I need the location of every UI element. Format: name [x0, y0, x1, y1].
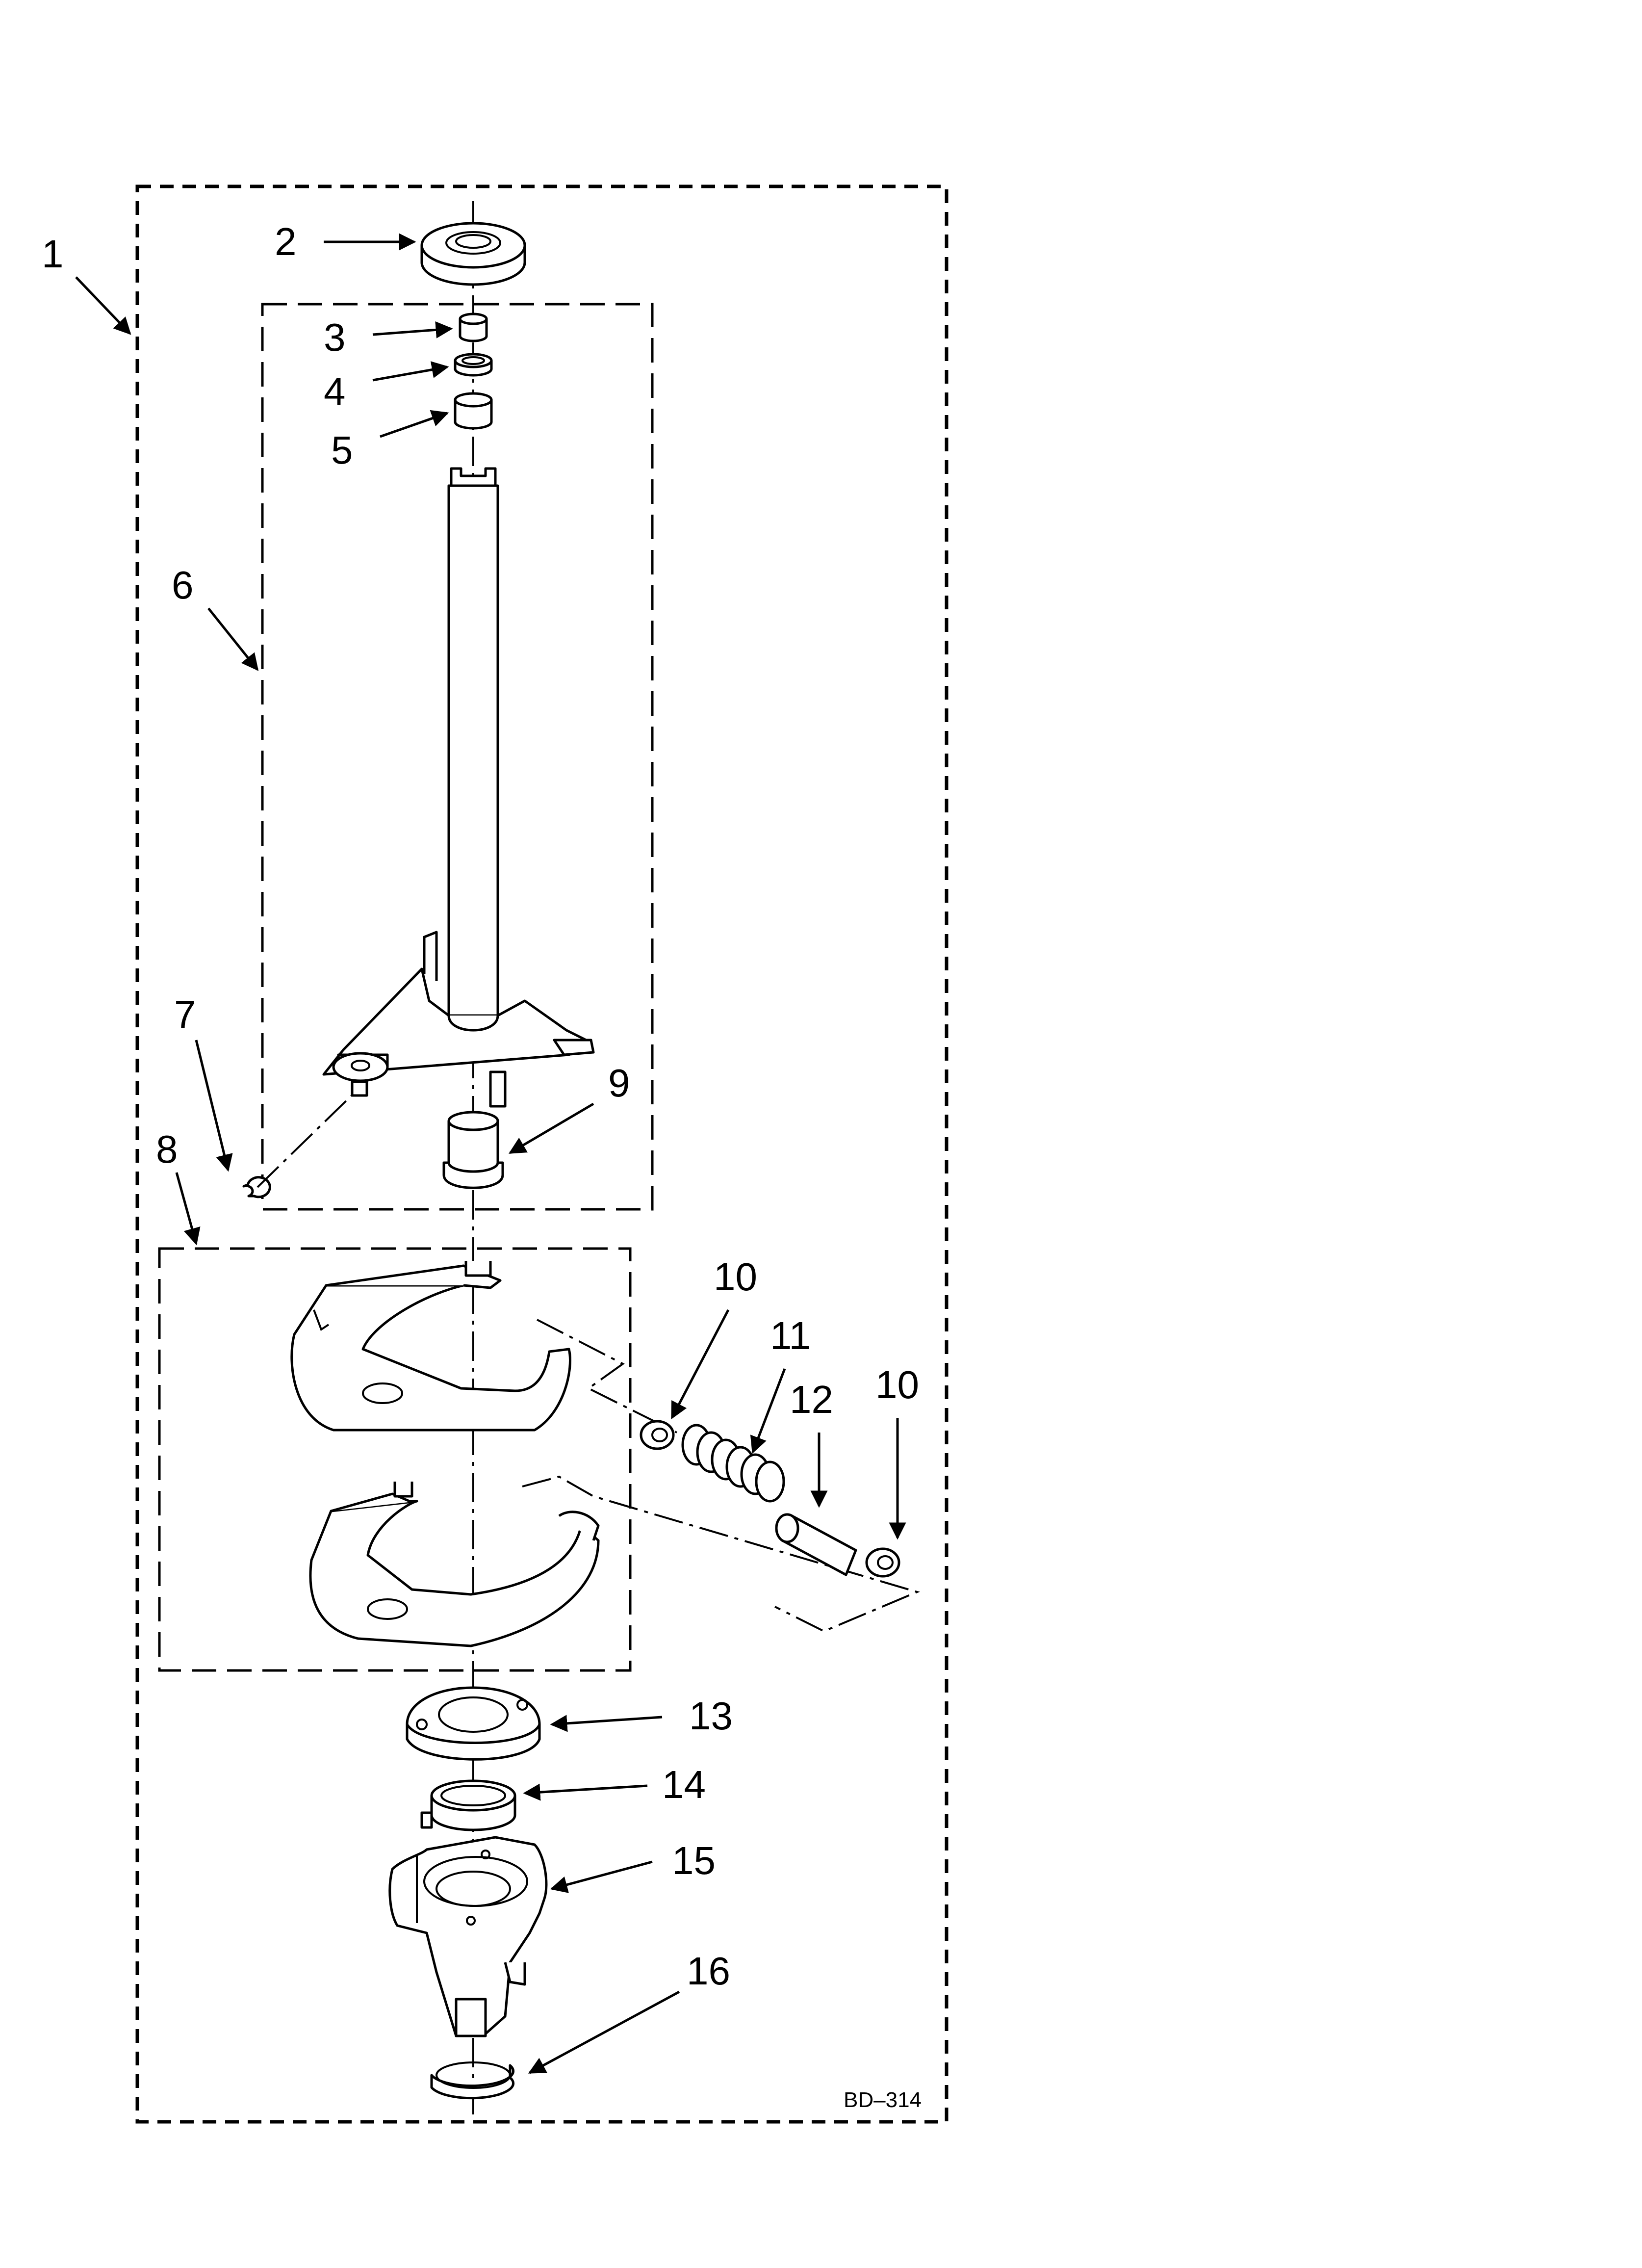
callout-1: 1: [42, 232, 64, 276]
assembly-8-box: [158, 1247, 632, 1672]
callout-5: 5: [331, 428, 353, 472]
leader-7-to-plate: [257, 1093, 354, 1188]
arrow-6: [207, 607, 259, 671]
part-3-bushing: [459, 313, 488, 342]
arrow-14: [523, 1783, 648, 1801]
arrow-1: [75, 276, 131, 335]
part-11-spring: [681, 1424, 785, 1503]
part-8-brake-upper: [290, 1261, 571, 1432]
assembly-6-box: [261, 303, 654, 1211]
callout-3: 3: [324, 315, 346, 359]
arrow-7: [195, 1040, 233, 1172]
assembly-1-outer-box: [135, 184, 949, 2124]
part-12-pin: [775, 1513, 857, 1576]
arrow-10a: [670, 1309, 730, 1420]
callout-11: 11: [770, 1314, 811, 1357]
part-8-brake-lower: [309, 1482, 600, 1647]
part-14-clamp-ring: [420, 1779, 516, 1831]
callout-15: 15: [672, 1839, 716, 1882]
callout-9: 9: [608, 1061, 630, 1105]
callout-2: 2: [275, 220, 297, 263]
arrow-11: [750, 1368, 786, 1454]
drawing-code: BD–314: [844, 2088, 922, 2112]
leader-brake-to-spring-upper: [537, 1319, 677, 1434]
callout-8: 8: [156, 1127, 178, 1171]
arrow-5: [380, 410, 449, 438]
arrow-8: [175, 1172, 201, 1246]
callout-12: 12: [790, 1378, 833, 1421]
part-16-retaining-ring: [430, 2061, 515, 2100]
callout-6: 6: [172, 563, 194, 607]
part-4-washer: [454, 353, 493, 377]
arrow-13: [550, 1715, 663, 1732]
part-15-brake-housing: [388, 1836, 548, 2037]
arrow-4: [372, 361, 449, 382]
arrow-16: [528, 1990, 680, 2074]
callout-4: 4: [324, 369, 346, 413]
callout-16: 16: [687, 1949, 730, 1993]
arrow-3: [372, 321, 453, 339]
callout-13: 13: [689, 1694, 733, 1738]
part-9-bushing: [442, 1111, 504, 1189]
arrow-9: [508, 1102, 594, 1154]
part-6-spin-tube-assembly: [322, 467, 595, 1108]
callout-14: 14: [662, 1763, 706, 1806]
part-2-seal: [420, 222, 526, 286]
part-13-bearing-plate: [406, 1686, 541, 1761]
part-5-bearing: [454, 392, 493, 430]
arrow-15: [550, 1860, 653, 1893]
part-10-washer-right: [865, 1547, 900, 1578]
leader-brake-to-spring-lower: [522, 1475, 920, 1633]
callout-10-right: 10: [875, 1363, 919, 1407]
part-10-washer-left: [640, 1420, 675, 1450]
callout-7: 7: [174, 992, 196, 1036]
callout-10-left: 10: [714, 1255, 757, 1299]
